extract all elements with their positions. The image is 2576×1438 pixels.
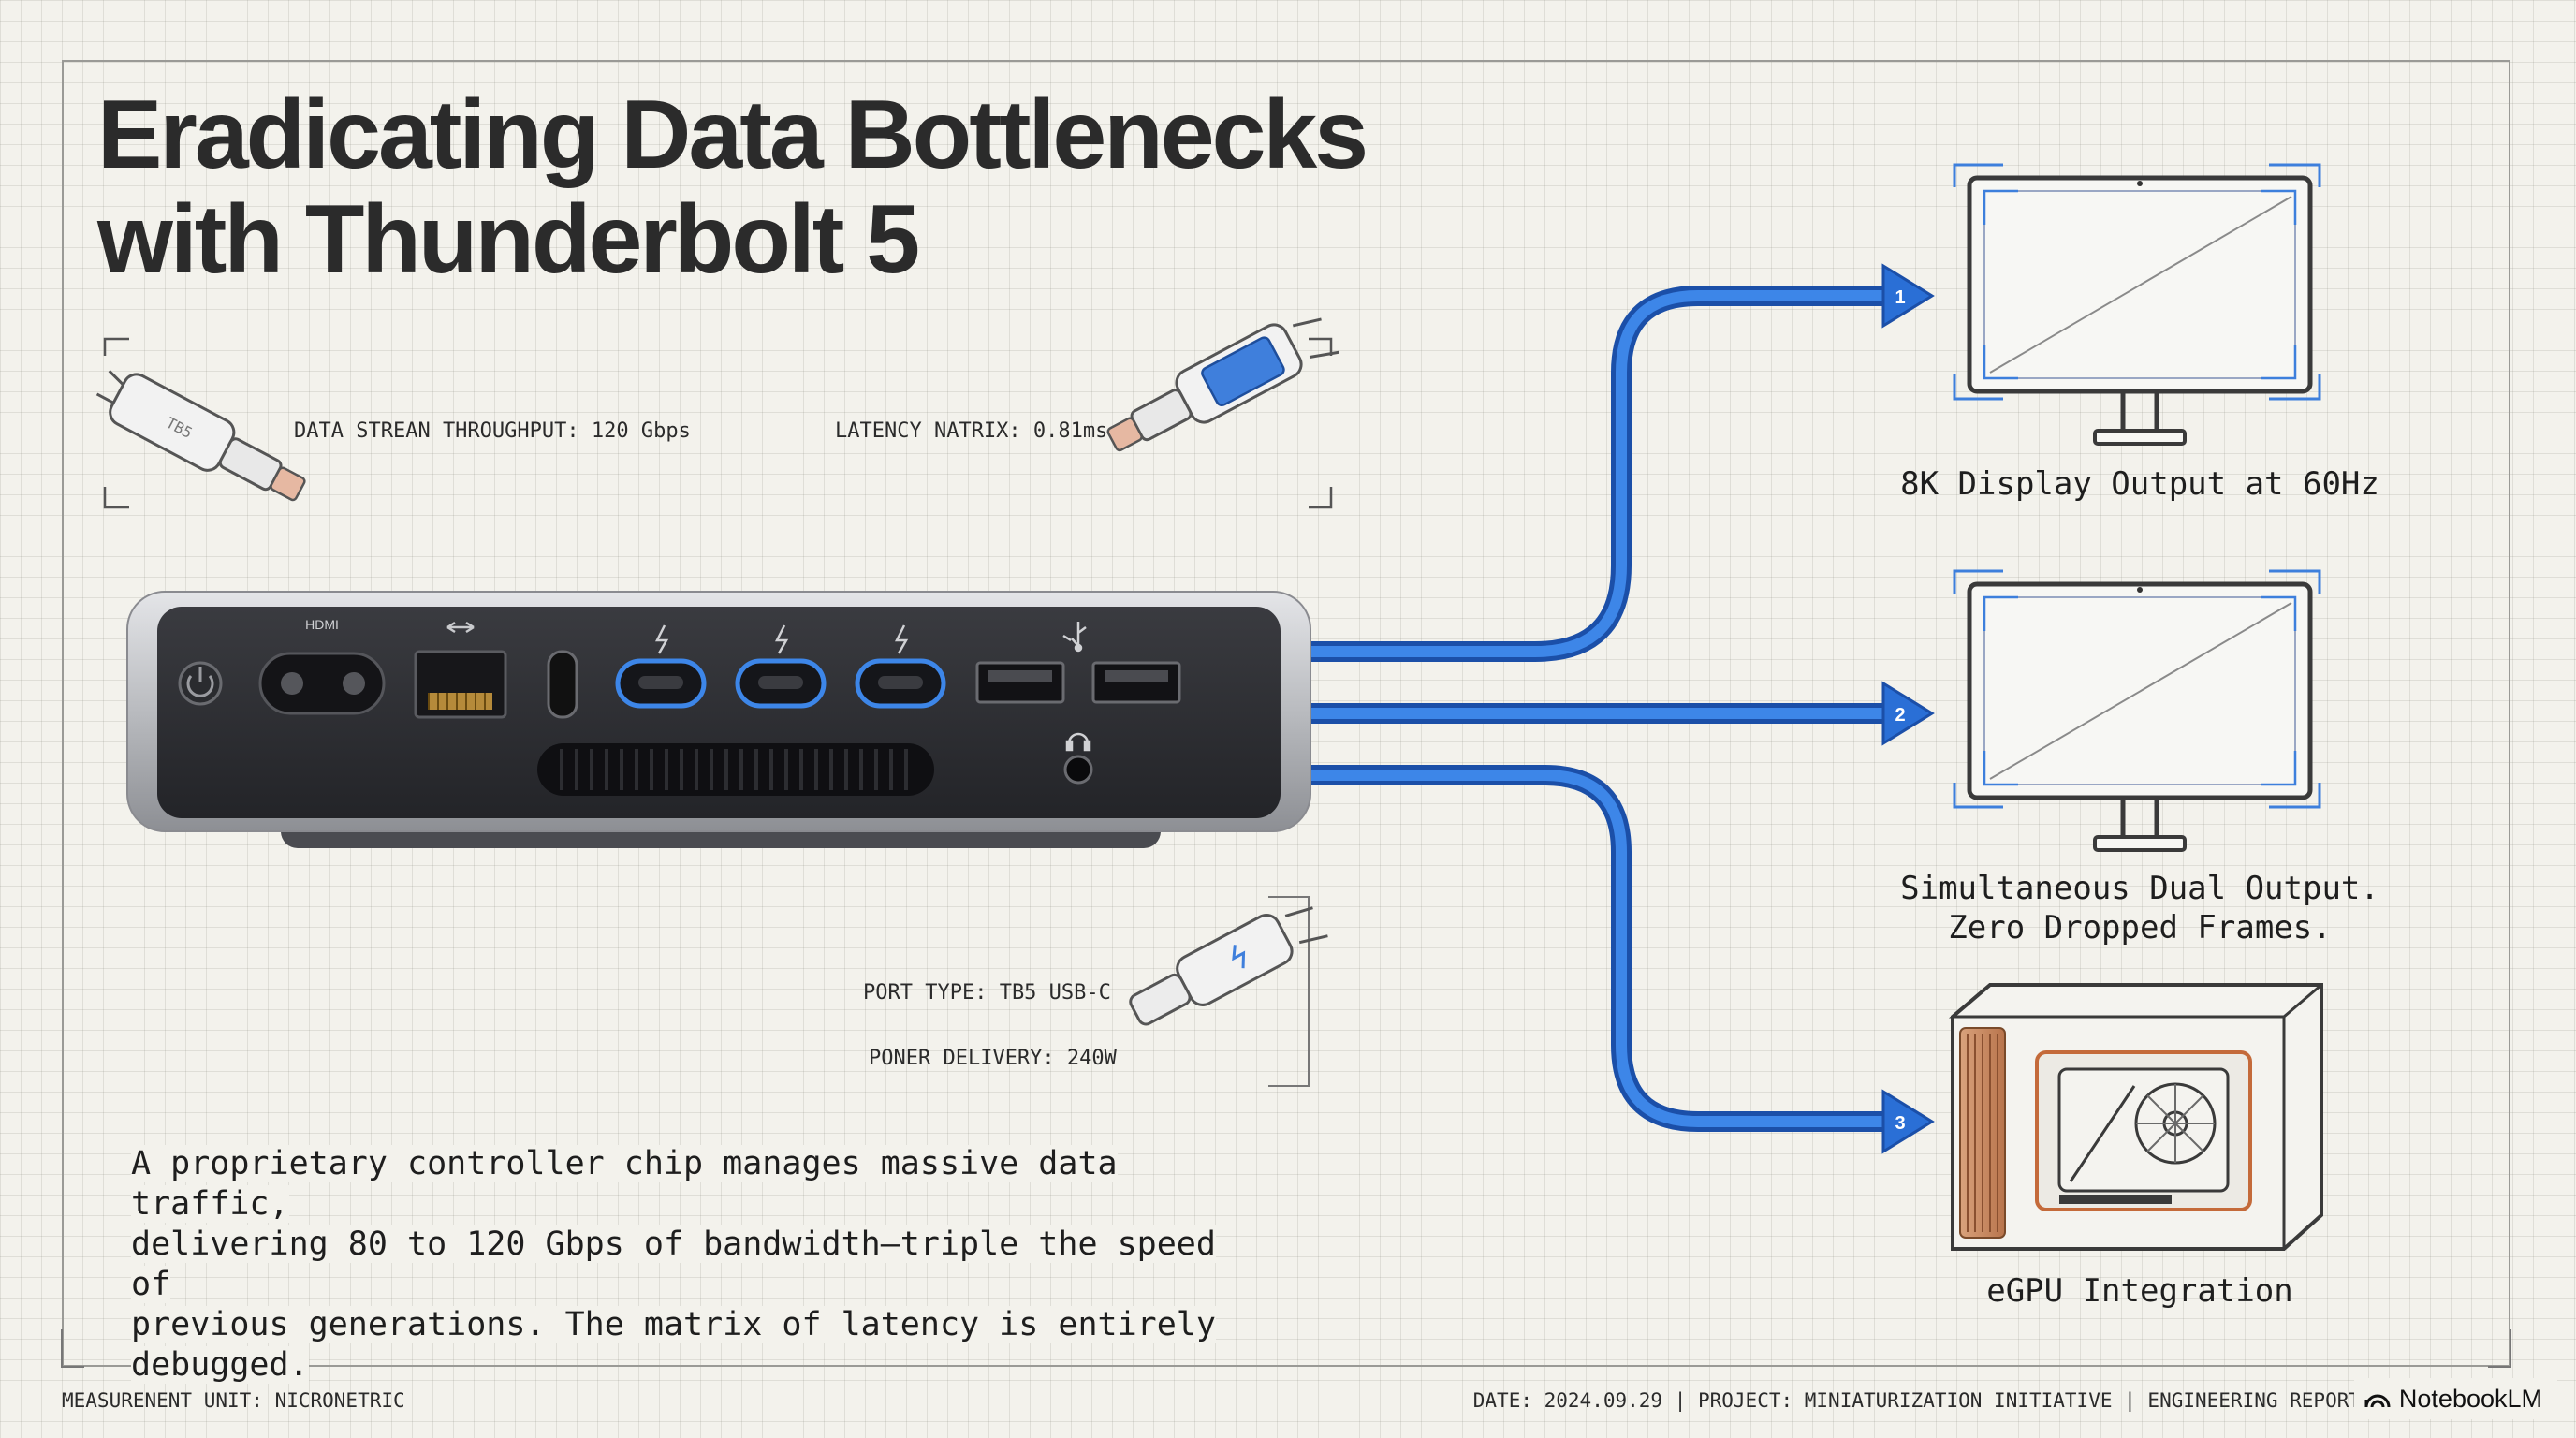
notebooklm-label: NotebookLM	[2398, 1384, 2542, 1413]
footer-brackets	[61, 1329, 2511, 1368]
caption-8k-display: 8K Display Output at 60Hz	[1900, 465, 2379, 503]
usb-a-port-2[interactable]	[1091, 661, 1181, 704]
caption-dual-output-line-2: Zero Dropped Frames.	[1948, 909, 2332, 946]
page-title: Eradicating Data Bottlenecks with Thunde…	[97, 82, 1595, 292]
power-button-icon[interactable]	[178, 661, 223, 706]
notebooklm-logo-icon	[2364, 1394, 2391, 1408]
thunderbolt-icon	[654, 624, 909, 654]
description-paragraph: A proprietary controller chip manages ma…	[131, 1144, 1254, 1386]
blueprint-frame	[62, 60, 2510, 1367]
spec-throughput: DATA STREAN THROUGHPUT: 120 Gbps	[294, 419, 691, 443]
thunderbolt-port-2[interactable]	[735, 658, 827, 709]
arrow-number-3: 3	[1895, 1113, 1905, 1134]
description-line-2: delivering 80 to 120 Gbps of bandwidth—t…	[131, 1225, 1216, 1303]
cable-tb5-icon	[1129, 906, 1328, 1026]
ethernet-port[interactable]	[414, 650, 507, 719]
description-line-4: debugged.	[131, 1346, 309, 1384]
thunderbolt-port-1[interactable]	[615, 658, 707, 709]
power-socket[interactable]	[258, 652, 386, 715]
cable-silver-icon: TB5	[95, 370, 306, 502]
mini-pc-device: HDMI	[126, 591, 1311, 848]
description-line-3: previous generations. The matrix of late…	[131, 1306, 1216, 1343]
spec-latency: LATENCY NATRIX: 0.81ms	[835, 419, 1108, 443]
usb-icon	[1062, 622, 1087, 653]
caption-dual-output: Simultaneous Dual Output. Zero Dropped F…	[1868, 869, 2411, 947]
caption-egpu: eGPU Integration	[1986, 1272, 2293, 1310]
cable-blue-icon	[1106, 317, 1339, 452]
spec-port-type: PORT TYPE: TB5 USB-C	[863, 981, 1111, 1005]
spec-bracket-bottom	[1268, 896, 1310, 1087]
ethernet-arrows-icon	[446, 621, 475, 634]
usb-c-vertical-port[interactable]	[547, 650, 578, 719]
footer-project-info: DATE: 2024.09.29 | PROJECT: MINIATURIZAT…	[1472, 1389, 2361, 1412]
arrow-head-1	[1881, 263, 1935, 329]
arrow-number-1: 1	[1895, 287, 1905, 308]
spec-power-delivery: PONER DELIVERY: 240W	[869, 1047, 1117, 1070]
arrow-head-2	[1881, 681, 1935, 746]
usb-a-port-1[interactable]	[975, 661, 1065, 704]
arrow-head-3	[1881, 1089, 1935, 1154]
headphone-jack[interactable]	[1063, 755, 1093, 785]
footer-measurement-unit: MEASURENENT UNIT: NICRONETRIC	[62, 1389, 405, 1412]
title-line-2: with Thunderbolt 5	[97, 185, 920, 294]
notebooklm-brand[interactable]: NotebookLM	[2353, 1378, 2557, 1419]
description-line-1: A proprietary controller chip manages ma…	[131, 1145, 1118, 1223]
arrow-number-2: 2	[1895, 705, 1905, 726]
headphone-icon	[1065, 732, 1091, 752]
arrow-heads	[1881, 263, 1935, 1154]
monitor-2-icon	[1953, 569, 2321, 852]
flow-arrows	[1298, 286, 1910, 1132]
spec-bracket-top	[103, 337, 1333, 509]
title-line-1: Eradicating Data Bottlenecks	[97, 81, 1368, 189]
caption-dual-output-line-1: Simultaneous Dual Output.	[1900, 870, 2379, 907]
thunderbolt-port-3[interactable]	[855, 658, 946, 709]
hdmi-label: HDMI	[305, 617, 339, 632]
monitor-1-icon	[1953, 163, 2321, 446]
egpu-enclosure-icon	[1948, 983, 2323, 1251]
